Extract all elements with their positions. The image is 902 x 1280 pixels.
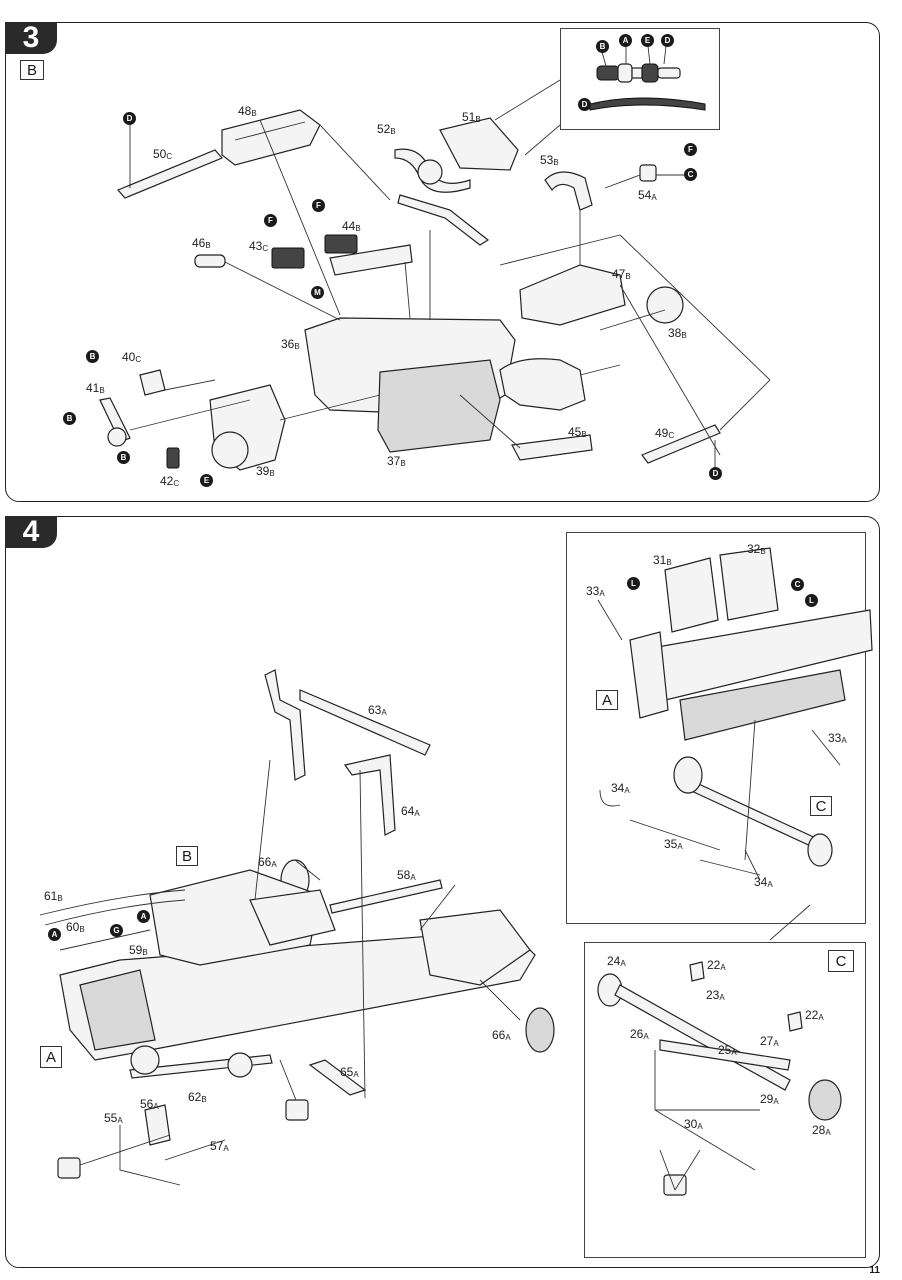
part-label-58a: 58A <box>397 868 416 882</box>
part-label-37b: 37B <box>387 454 406 468</box>
view-b-label: B <box>176 846 198 866</box>
part-label-22a-right: 22A <box>805 1008 824 1022</box>
part-label-45b: 45B <box>568 425 587 439</box>
part-label-27a: 27A <box>760 1034 779 1048</box>
part-label-61b: 61B <box>44 889 63 903</box>
part-label-52b: 52B <box>377 122 396 136</box>
part-label-56a: 56A <box>140 1097 159 1111</box>
part-label-38b: 38B <box>668 326 687 340</box>
step-3-connector-inset <box>560 28 720 130</box>
part-label-46b: 46B <box>192 236 211 250</box>
step-4-inset-c <box>584 942 866 1258</box>
part-label-28a: 28A <box>812 1123 831 1137</box>
part-label-25a: 25A <box>718 1043 737 1057</box>
part-label-54a: 54A <box>638 188 657 202</box>
badge-d: D <box>578 98 591 111</box>
badge-l: L <box>627 577 640 590</box>
badge-f: F <box>684 143 697 156</box>
part-label-34a-lower: 34A <box>754 875 773 889</box>
part-label-64a: 64A <box>401 804 420 818</box>
part-label-42c: 42C <box>160 474 180 488</box>
part-label-55a: 55A <box>104 1111 123 1125</box>
part-label-36b: 36B <box>281 337 300 351</box>
badge-e: E <box>641 34 654 47</box>
part-label-31b: 31B <box>653 553 672 567</box>
part-label-53b: 53B <box>540 153 559 167</box>
part-label-66a-rear: 66A <box>492 1028 511 1042</box>
part-label-26a: 26A <box>630 1027 649 1041</box>
part-label-33a-right: 33A <box>828 731 847 745</box>
badge-c: C <box>684 168 697 181</box>
part-label-43c: 43C <box>249 239 269 253</box>
step-3-number: 3 <box>5 21 57 54</box>
part-label-51b: 51B <box>462 110 481 124</box>
badge-b: B <box>117 451 130 464</box>
badge-b: B <box>596 40 609 53</box>
page-number: 11 <box>869 1265 880 1276</box>
badge-l: L <box>805 594 818 607</box>
badge-f: F <box>264 214 277 227</box>
badge-b: B <box>63 412 76 425</box>
part-label-44b: 44B <box>342 219 361 233</box>
part-label-29a: 29A <box>760 1092 779 1106</box>
view-a-label: A <box>40 1046 62 1068</box>
badge-b: B <box>86 350 99 363</box>
part-label-34a: 34A <box>611 781 630 795</box>
badge-a: A <box>48 928 61 941</box>
part-label-32b: 32B <box>747 542 766 556</box>
badge-a: A <box>619 34 632 47</box>
part-label-65a: 65A <box>340 1065 359 1079</box>
part-label-49c: 49C <box>655 426 675 440</box>
step-4-inset-a <box>566 532 866 924</box>
inset-a-label: A <box>596 690 618 710</box>
part-label-23a: 23A <box>706 988 725 1002</box>
part-label-41b: 41B <box>86 381 105 395</box>
part-label-59b: 59B <box>129 943 148 957</box>
part-label-33a: 33A <box>586 584 605 598</box>
badge-c: C <box>791 578 804 591</box>
part-label-63a: 63A <box>368 703 387 717</box>
badge-a: A <box>137 910 150 923</box>
step-4-number: 4 <box>5 515 57 548</box>
inset-c-label: C <box>828 950 854 972</box>
part-label-22a: 22A <box>707 958 726 972</box>
badge-d: D <box>123 112 136 125</box>
part-label-62b: 62B <box>188 1090 207 1104</box>
step-3-view-label: B <box>20 60 44 80</box>
part-label-39b: 39B <box>256 464 275 478</box>
part-label-47b: 47B <box>612 267 631 281</box>
step-3-drawing <box>99 45 771 471</box>
part-label-57a: 57A <box>210 1139 229 1153</box>
badge-e: E <box>200 474 213 487</box>
part-label-24a: 24A <box>607 954 626 968</box>
part-label-50c: 50C <box>153 147 173 161</box>
part-label-48b: 48B <box>238 104 257 118</box>
part-label-30a: 30A <box>684 1117 703 1131</box>
badge-d: D <box>709 467 722 480</box>
badge-g: G <box>110 924 123 937</box>
badge-d: D <box>661 34 674 47</box>
part-label-40c: 40C <box>122 350 142 364</box>
part-label-35a: 35A <box>664 837 683 851</box>
badge-m: M <box>311 286 324 299</box>
inset-c-marker: C <box>810 796 832 816</box>
part-label-66a: 66A <box>258 855 277 869</box>
badge-f: F <box>312 199 325 212</box>
part-label-60b: 60B <box>66 920 85 934</box>
